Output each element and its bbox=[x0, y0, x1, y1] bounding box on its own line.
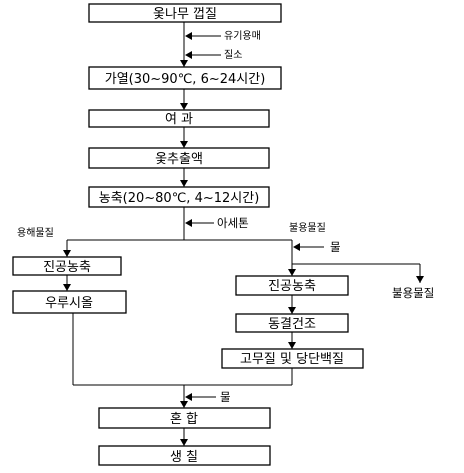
step-concentrate-label: 농축(20~80℃, 4~12시간) bbox=[99, 191, 260, 206]
connector-lines bbox=[66, 22, 421, 446]
step-vacuum-left-label: 진공농축 bbox=[43, 260, 91, 275]
input-arrows bbox=[185, 32, 324, 401]
water-bottom-label: 물 bbox=[220, 390, 231, 404]
step-vacuum-left: 진공농축 bbox=[12, 256, 122, 276]
step-rubber-protein: 고무질 및 당단백질 bbox=[221, 348, 364, 369]
step-rubber-protein-label: 고무질 및 당단백질 bbox=[240, 352, 344, 367]
insoluble-label: 불용물질 bbox=[289, 222, 326, 234]
step-urushiol-label: 우루시올 bbox=[45, 296, 93, 311]
arrowheads bbox=[63, 60, 424, 446]
step-vacuum-right-label: 진공농축 bbox=[268, 279, 316, 294]
water-right-label: 물 bbox=[330, 240, 341, 254]
step-extract-label: 옻추출액 bbox=[155, 152, 203, 167]
step-mix-label: 혼 합 bbox=[170, 412, 198, 427]
step-freeze-dry-label: 동결건조 bbox=[268, 317, 316, 332]
step-filter-label: 여 과 bbox=[165, 112, 193, 127]
insoluble-out-label: 불용물질 bbox=[392, 286, 434, 300]
step-bark-label: 옻나무 껍질 bbox=[153, 7, 217, 22]
step-mix: 혼 합 bbox=[98, 407, 271, 429]
step-heat: 가열(30~90℃, 6~24시간) bbox=[88, 66, 282, 90]
step-freeze-dry: 동결건조 bbox=[235, 313, 349, 333]
nitrogen-label: 질소 bbox=[224, 49, 242, 61]
step-filter: 여 과 bbox=[88, 109, 270, 128]
step-paint-label: 생 칠 bbox=[170, 450, 198, 465]
acetone-label: 아세톤 bbox=[217, 216, 249, 230]
step-vacuum-right: 진공농축 bbox=[235, 275, 349, 296]
step-concentrate: 농축(20~80℃, 4~12시간) bbox=[88, 186, 270, 208]
step-urushiol: 우루시올 bbox=[12, 290, 127, 314]
step-bark: 옻나무 껍질 bbox=[88, 3, 282, 23]
step-extract: 옻추출액 bbox=[88, 147, 270, 169]
soluble-label: 용해물질 bbox=[17, 226, 54, 239]
organic-solvent-label: 유기용매 bbox=[224, 30, 261, 42]
step-paint: 생 칠 bbox=[98, 445, 271, 466]
step-heat-label: 가열(30~90℃, 6~24시간) bbox=[105, 72, 266, 87]
